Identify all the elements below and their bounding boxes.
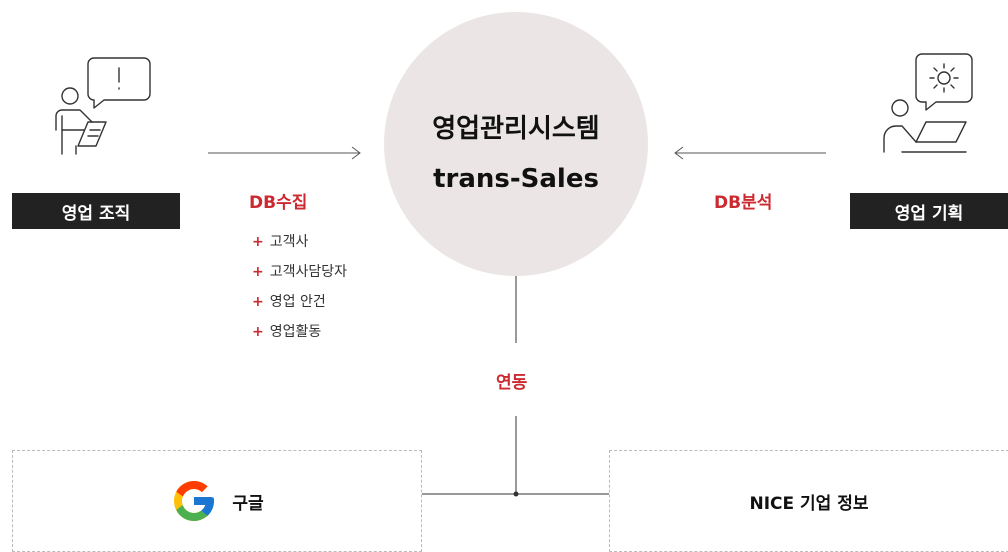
db-collect-label: DB수집 (249, 193, 308, 213)
link-junction-dot (513, 491, 519, 497)
center-subtitle: trans-Sales (433, 164, 599, 194)
db-analysis-label: DB분석 (714, 193, 773, 213)
plus-icon: + (252, 264, 264, 280)
list-item: + 영업활동 (252, 317, 347, 347)
google-source-box: 구글 (12, 450, 422, 552)
plus-icon: + (252, 324, 264, 340)
collected-items-list: + 고객사 + 고객사담당자 + 영업 안건 + 영업활동 (252, 227, 347, 347)
center-title: 영업관리시스템 (432, 114, 600, 144)
person-speech-bubble-icon (55, 57, 151, 155)
left-arrow-head (351, 146, 361, 160)
list-item-label: 고객사 (269, 234, 309, 250)
connector-lines (208, 146, 826, 497)
nice-source-box: NICE 기업 정보 (609, 450, 1008, 552)
person-laptop-gear-icon (883, 53, 973, 153)
google-label: 구글 (232, 493, 264, 514)
center-circle (384, 12, 648, 276)
list-item: + 고객사 (252, 227, 347, 257)
plus-icon: + (252, 294, 264, 310)
list-item: + 영업 안건 (252, 287, 347, 317)
role-label-sales-org: 영업 조직 (12, 193, 180, 229)
list-item-label: 영업활동 (269, 324, 322, 340)
right-arrow-head (674, 146, 684, 160)
list-item-label: 영업 안건 (269, 294, 326, 310)
list-item-label: 고객사담당자 (269, 264, 348, 280)
link-label: 연동 (496, 373, 528, 393)
nice-label: NICE 기업 정보 (749, 493, 869, 514)
google-icon (174, 481, 215, 521)
list-item: + 고객사담당자 (252, 257, 347, 287)
role-label-sales-planning: 영업 기획 (850, 193, 1008, 229)
plus-icon: + (252, 234, 264, 250)
